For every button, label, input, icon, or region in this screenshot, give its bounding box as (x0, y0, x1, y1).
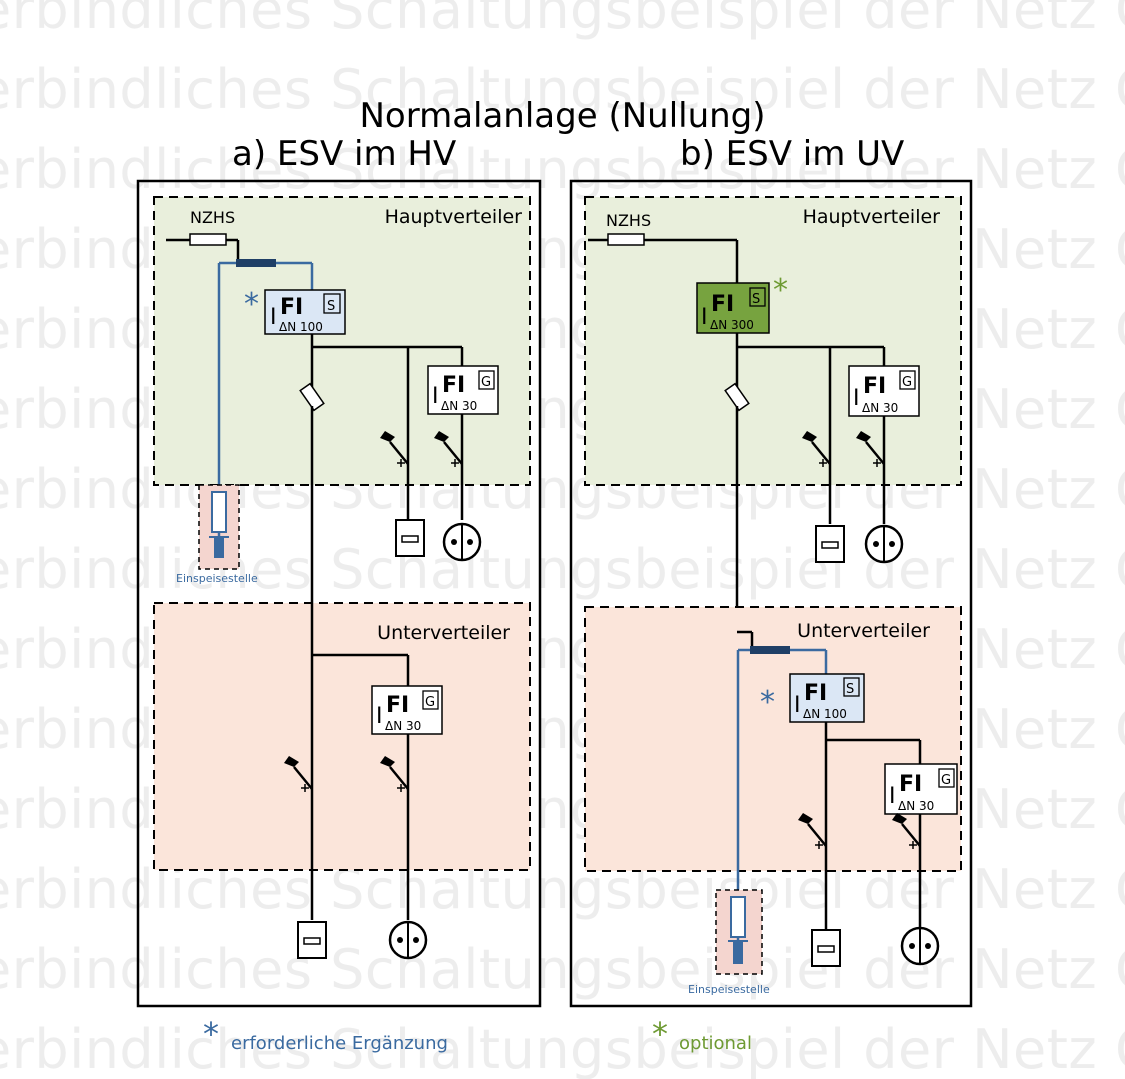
svg-text:G: G (481, 375, 491, 390)
line-fuse (299, 382, 325, 412)
unterverteiler-box (153, 602, 531, 871)
legend-required-asterisk: * (203, 1015, 219, 1053)
rcd-g-30: I FI ΔN 30 G (848, 365, 920, 417)
svg-text:S: S (752, 292, 760, 307)
esv-switch (236, 259, 276, 267)
svg-text:G: G (941, 773, 951, 788)
socket-outlet (864, 524, 904, 564)
rcd-g-30: I FI ΔN 30 G (427, 365, 499, 415)
svg-text:FI: FI (442, 373, 465, 398)
svg-text:ΔN 30: ΔN 30 (862, 401, 898, 415)
rcd-g-30: I FI ΔN 30 G (884, 763, 958, 815)
svg-text:G: G (425, 695, 435, 710)
svg-text:I: I (432, 384, 439, 409)
esv-switch (750, 646, 790, 654)
rcd-g-30: I FI ΔN 30 G (371, 685, 443, 735)
svg-text:ΔN 30: ΔN 30 (385, 719, 421, 733)
svg-text:ΔN 100: ΔN 100 (803, 707, 847, 721)
unterverteiler-label: Unterverteiler (797, 620, 930, 642)
svg-text:FI: FI (386, 693, 409, 718)
svg-text:I: I (701, 305, 708, 330)
legend-required-text: erforderliche Ergänzung (231, 1033, 448, 1054)
svg-text:FI: FI (280, 295, 303, 320)
svg-text:I: I (270, 305, 277, 330)
socket-outlet (388, 920, 428, 960)
svg-text:S: S (327, 299, 335, 314)
variant-a-title: a) ESV im HV (232, 134, 457, 174)
line-fuse (724, 382, 750, 412)
svg-text:I: I (376, 704, 383, 729)
einspeisestelle-label: Einspeisestelle (176, 572, 258, 585)
nzhs-fuse (189, 233, 227, 246)
load-device (297, 921, 327, 959)
nzhs-label: NZHS (606, 211, 651, 230)
svg-text:ΔN 300: ΔN 300 (710, 318, 754, 332)
nzhs-fuse (607, 233, 645, 246)
svg-text:I: I (853, 386, 860, 411)
svg-text:S: S (846, 682, 854, 697)
panel-b: Hauptverteiler NZHS I FI ΔN 300 S * I FI… (569, 179, 973, 1008)
rcd-s-100: I FI ΔN 100 S (789, 673, 865, 723)
required-asterisk: * (760, 685, 775, 720)
einspeisestelle-label: Einspeisestelle (688, 983, 770, 996)
load-device (815, 525, 845, 563)
svg-text:FI: FI (863, 374, 886, 399)
panel-b-frame (569, 179, 973, 1008)
diagram-title: Normalanlage (Nullung) (359, 96, 766, 136)
panel-a: Hauptverteiler NZHS * I FI ΔN 100 S (136, 179, 542, 1008)
socket-outlet (442, 522, 482, 562)
hauptverteiler-box (584, 196, 962, 486)
rcd-s-300-optional: I FI ΔN 300 S (696, 282, 770, 334)
svg-text:FI: FI (711, 292, 734, 317)
panel-a-frame (136, 179, 542, 1008)
legend-optional-asterisk: * (652, 1015, 668, 1053)
required-asterisk: * (244, 287, 259, 322)
unterverteiler-label: Unterverteiler (377, 622, 510, 644)
legend: * erforderliche Ergänzung * optional (203, 1015, 752, 1054)
legend-optional-text: optional (679, 1033, 752, 1054)
hauptverteiler-label: Hauptverteiler (803, 206, 941, 228)
svg-text:I: I (889, 784, 896, 809)
load-device (395, 519, 425, 557)
svg-text:ΔN 100: ΔN 100 (279, 320, 323, 334)
variant-b-title: b) ESV im UV (680, 134, 905, 174)
nzhs-label: NZHS (190, 208, 235, 227)
svg-text:ΔN 30: ΔN 30 (898, 799, 934, 813)
hauptverteiler-label: Hauptverteiler (385, 206, 523, 228)
optional-asterisk: * (773, 273, 788, 308)
svg-text:FI: FI (804, 681, 827, 706)
svg-text:G: G (902, 375, 912, 390)
rcd-s-100: I FI ΔN 100 S (264, 289, 346, 335)
svg-text:ΔN 30: ΔN 30 (441, 399, 477, 413)
svg-text:FI: FI (899, 772, 922, 797)
socket-outlet (900, 926, 940, 966)
load-device (811, 929, 841, 967)
svg-text:I: I (794, 693, 801, 718)
